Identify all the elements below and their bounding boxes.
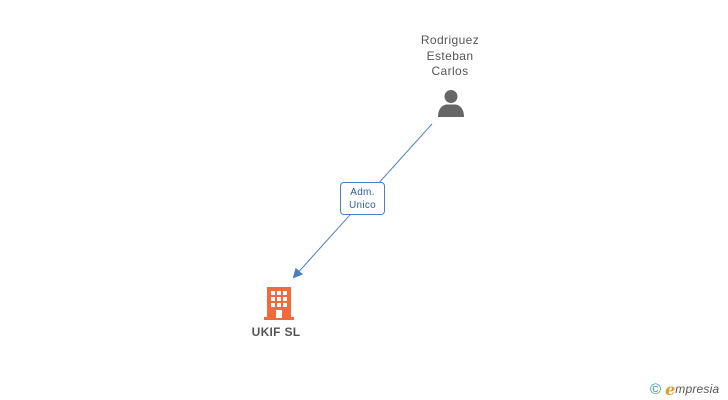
person-icon[interactable] [436,88,466,118]
brand-logo-text: mpresia [675,382,720,396]
person-name-line: Esteban [426,48,474,63]
copyright-icon: © [650,380,662,398]
role-label: Adm. Unico [340,182,385,215]
company-name[interactable]: UKIF SL [251,325,301,339]
person-name[interactable]: Rodriguez Esteban Carlos [400,33,500,80]
person-name-line: Carlos [431,64,469,78]
building-icon[interactable] [262,285,296,321]
person-name-line: Rodriguez [420,33,480,47]
role-label-line: Adm. [350,187,375,198]
brand-logo[interactable]: © e mpresia [650,379,720,399]
role-label-line: Unico [348,200,377,211]
brand-logo-initial: e [665,379,676,399]
